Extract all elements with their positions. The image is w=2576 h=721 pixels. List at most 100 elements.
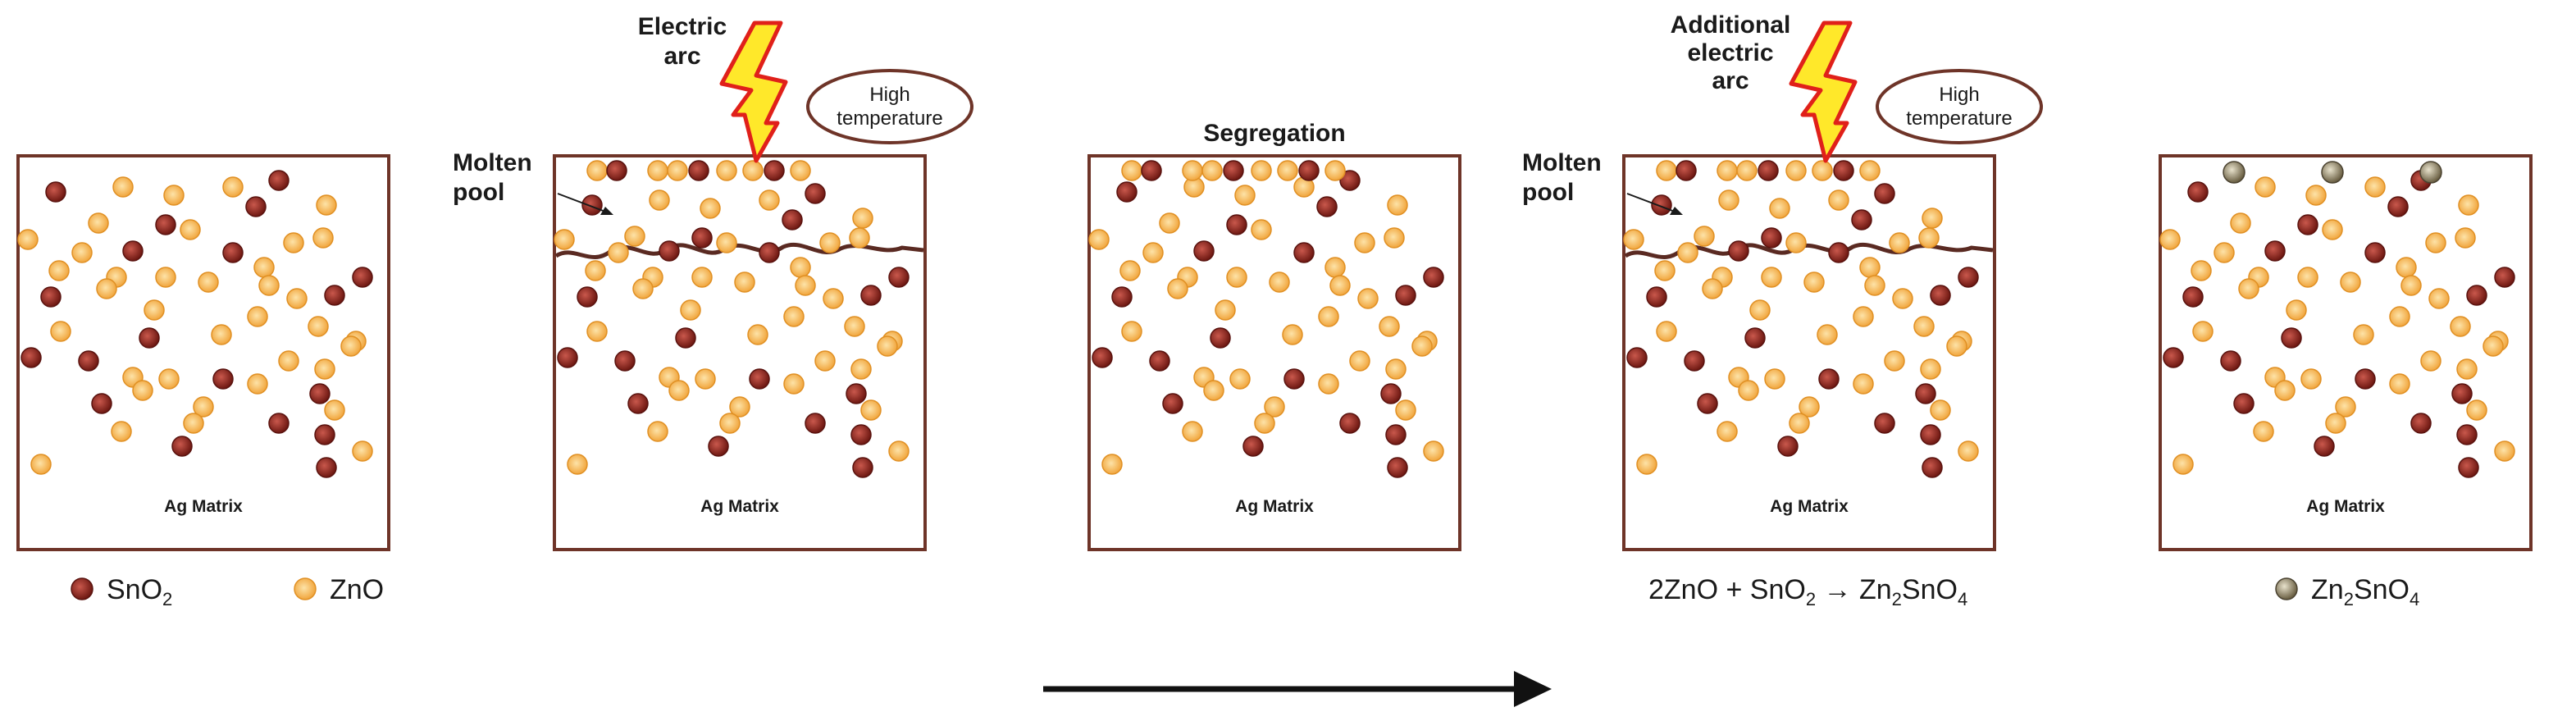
zno-particle (1357, 288, 1379, 309)
zno-particle (222, 176, 244, 198)
zno-particle (1121, 321, 1142, 342)
sno2-particle (1339, 413, 1361, 434)
sno2-particle (1423, 267, 1444, 288)
zno-particle (183, 413, 204, 434)
sno2-particle (212, 368, 234, 390)
zno-particle (71, 242, 93, 263)
sno2-particle (708, 436, 729, 457)
pool-label-line-2: pool (453, 179, 504, 206)
zn2sno4-legend-marker (2275, 577, 2298, 600)
sno2-particle (2297, 214, 2318, 235)
zno-particle (144, 299, 165, 321)
zno-particle (1251, 160, 1272, 181)
zno-particle (1749, 299, 1771, 321)
zno-particle (814, 350, 836, 372)
zno-particle (112, 176, 134, 198)
zno-particle (852, 208, 873, 229)
panel-1-matrix-label: Ag Matrix (164, 497, 243, 516)
zno-particle (742, 160, 764, 181)
sno2-particle (40, 286, 62, 308)
zno-particle (1423, 440, 1444, 462)
temp-label-line-1: High (869, 84, 910, 106)
zno-particle (1387, 194, 1408, 216)
sno2-particle (2466, 285, 2487, 306)
zno-particle (1384, 227, 1405, 249)
zno-particle (2389, 373, 2410, 395)
zno-particle (48, 260, 70, 281)
sno2-particle (846, 383, 867, 404)
zno-particle (2456, 358, 2478, 380)
zno-particle (1395, 399, 1416, 421)
zno-particle (2364, 176, 2386, 198)
sno2-particle (1646, 286, 1667, 308)
pool-pointer-arrow (1626, 193, 1676, 212)
zno-particle (1717, 421, 1738, 442)
zno-particle (308, 316, 329, 337)
zno-particle (1889, 232, 1910, 253)
sno2-particle (1833, 160, 1854, 181)
zno-particle (1349, 350, 1370, 372)
sno2-particle (1162, 393, 1183, 414)
zno-particle (2425, 232, 2446, 253)
zno-particle (695, 368, 716, 390)
zno-particle (1677, 242, 1698, 263)
zno-particle (1269, 272, 1290, 293)
zno-particle (352, 440, 373, 462)
zno-particle (1930, 399, 1951, 421)
sno2-particle (309, 383, 331, 404)
sno2-particle (2314, 436, 2335, 457)
zno-particle (2274, 380, 2296, 401)
sno2-particle (1092, 347, 1113, 368)
zno-particle (1354, 232, 1375, 253)
sno2-particle (155, 214, 176, 235)
sno2-particle (1651, 194, 1672, 216)
zno-particle (2494, 440, 2515, 462)
sno2-particle (1958, 267, 1979, 288)
zno-particle (158, 368, 180, 390)
zno-legend-label: ZnO (330, 574, 384, 605)
sno2-particle (122, 240, 144, 262)
zno-particle (2335, 396, 2356, 418)
temp-label-line-2: temperature (1906, 107, 2012, 130)
zno-particle (2253, 421, 2274, 442)
zno-particle (1385, 358, 1407, 380)
temp-label-line-1: High (1939, 84, 1979, 106)
sno2-particle (2264, 240, 2286, 262)
sno2-particle (606, 160, 627, 181)
sno2-particle (1922, 457, 1943, 478)
zno-particle (1920, 358, 1941, 380)
zno-particle (253, 257, 275, 278)
zno-particle (316, 194, 337, 216)
sno2-particle (2182, 286, 2204, 308)
sno2-particle (675, 327, 696, 349)
sno2-particle (2233, 393, 2255, 414)
zno-particle (716, 232, 737, 253)
sno2-particle (860, 285, 882, 306)
sno2-particle (577, 286, 598, 308)
arc-label-line-1: Electric (638, 13, 727, 40)
zno-particle (312, 227, 334, 249)
zno-particle (2389, 306, 2410, 327)
zno-particle (258, 275, 280, 296)
sno2-particle (91, 393, 112, 414)
zn2sno4-legend-label: Zn2SnO4 (2311, 574, 2419, 609)
zno-particle (180, 219, 201, 240)
zno-particle (1656, 321, 1677, 342)
sno2-particle (139, 327, 160, 349)
sno2-particle (2364, 242, 2386, 263)
zno-particle (632, 278, 654, 299)
panel-2-frame (553, 154, 927, 551)
zno-particle (1718, 189, 1739, 211)
sno2-particle (171, 436, 193, 457)
zno-particle (877, 335, 898, 357)
panel-4-matrix-label: Ag Matrix (1770, 497, 1849, 516)
zno-particle (624, 226, 645, 247)
sno2-particle (850, 424, 872, 445)
zno-particle (586, 321, 608, 342)
sno2-particle (324, 285, 345, 306)
zno-particle (888, 440, 910, 462)
sno2-particle (805, 413, 826, 434)
zno-particle (567, 454, 588, 475)
sno2-particle (316, 457, 337, 478)
zno-particle (1182, 421, 1203, 442)
